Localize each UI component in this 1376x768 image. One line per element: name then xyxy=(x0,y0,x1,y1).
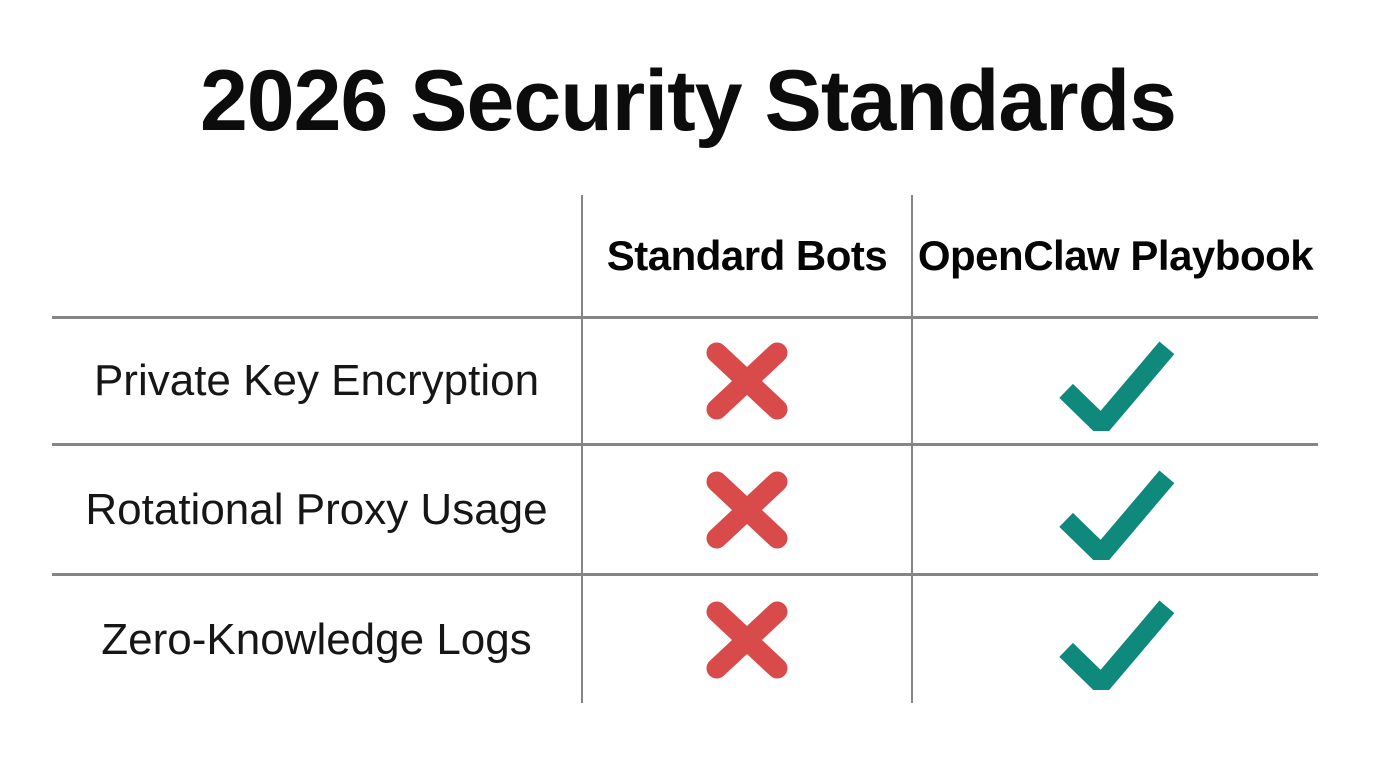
table-horizontal-divider-1 xyxy=(52,316,1318,319)
table-vertical-divider-1 xyxy=(581,195,583,703)
row-label-zero-knowledge-logs: Zero-Knowledge Logs xyxy=(101,614,532,664)
cross-icon xyxy=(706,470,788,549)
column-header-standard-bots: Standard Bots xyxy=(606,231,888,279)
table-horizontal-divider-2 xyxy=(52,443,1318,446)
row-label-private-key-encryption: Private Key Encryption xyxy=(93,356,540,405)
check-icon xyxy=(1058,341,1174,431)
table-vertical-divider-2 xyxy=(911,195,913,703)
cross-icon xyxy=(706,342,788,420)
check-icon xyxy=(1058,600,1174,690)
row-label-rotational-proxy-usage: Rotational Proxy Usage xyxy=(85,484,548,534)
cell-zero-knowledge-logs-openclaw-playbook xyxy=(913,576,1318,703)
cell-private-key-encryption-openclaw-playbook xyxy=(913,319,1318,443)
cell-rotational-proxy-usage-openclaw-playbook xyxy=(913,446,1318,573)
cell-zero-knowledge-logs-standard-bots xyxy=(583,576,911,703)
page-title: 2026 Security Standards xyxy=(199,53,1177,149)
check-icon xyxy=(1058,470,1174,560)
cell-private-key-encryption-standard-bots xyxy=(583,319,911,443)
column-header-openclaw-playbook: OpenClaw Playbook xyxy=(917,231,1314,279)
cross-icon xyxy=(706,600,788,679)
table-horizontal-divider-3 xyxy=(52,573,1318,576)
cell-rotational-proxy-usage-standard-bots xyxy=(583,446,911,573)
